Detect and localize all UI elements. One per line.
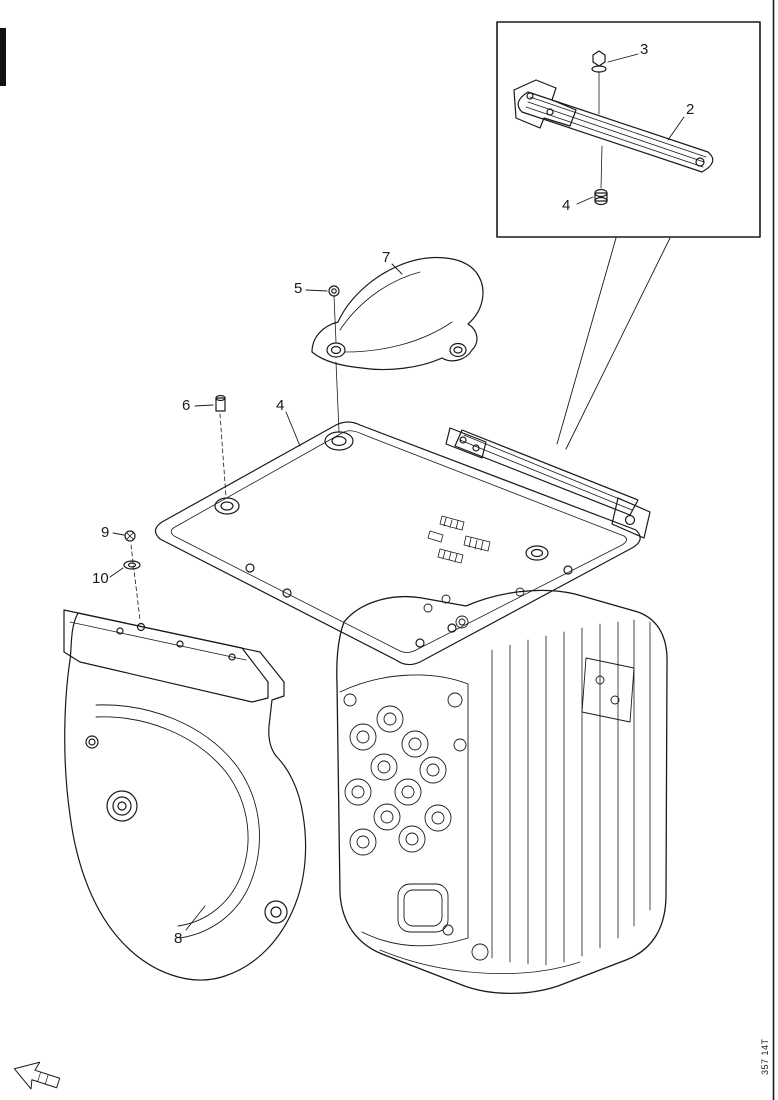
callout-8: 8 (174, 930, 182, 947)
part-6-bolt (215, 394, 227, 498)
part-4-cover-plate (154, 421, 651, 666)
leader-line-2 (667, 116, 685, 141)
transmission-housing (336, 587, 668, 995)
callout-2: 2 (686, 101, 694, 118)
plate-stamp-marks (427, 515, 491, 564)
page-edge-mark-left (0, 28, 6, 86)
leader-line-10 (109, 567, 124, 578)
orientation-arrow-icon (13, 1061, 61, 1090)
part-4-nut (594, 188, 608, 206)
callout-5: 5 (294, 280, 302, 297)
housing-boss-cluster (343, 692, 467, 856)
part-2-bracket-detail (513, 79, 714, 173)
rail-bracket-on-plate (445, 427, 651, 539)
callout-7: 7 (382, 249, 390, 266)
leader-line-3 (607, 53, 639, 63)
callout-labels: 3 2 4 7 5 6 4 9 10 8 (92, 41, 694, 947)
drawing-number: 357 14T (760, 1038, 770, 1075)
part-10-washer (123, 544, 141, 621)
callout-4-inset: 4 (562, 197, 570, 214)
leader-line-6 (194, 404, 214, 407)
inset-frame (496, 21, 761, 238)
part-3-bolt (591, 50, 607, 189)
callout-6: 6 (182, 397, 190, 414)
leader-line-7 (391, 263, 403, 275)
inset-detail-box (496, 21, 761, 238)
leader-line-4-inset (576, 196, 594, 205)
part-5-bolt (328, 285, 340, 343)
part-8-shield (63, 609, 307, 981)
leader-line-9 (112, 532, 125, 536)
leader-line-8 (185, 905, 206, 931)
housing-ribs (491, 619, 651, 966)
callout-3: 3 (640, 41, 648, 58)
callout-4: 4 (276, 397, 284, 414)
detail-pointer-lines (556, 237, 671, 450)
callout-9: 9 (101, 524, 109, 541)
callout-10: 10 (92, 570, 109, 587)
part-9-bolt (124, 530, 136, 542)
leader-line-5 (305, 289, 328, 292)
part-7-bracket (311, 257, 484, 433)
leader-line-4 (285, 411, 301, 447)
